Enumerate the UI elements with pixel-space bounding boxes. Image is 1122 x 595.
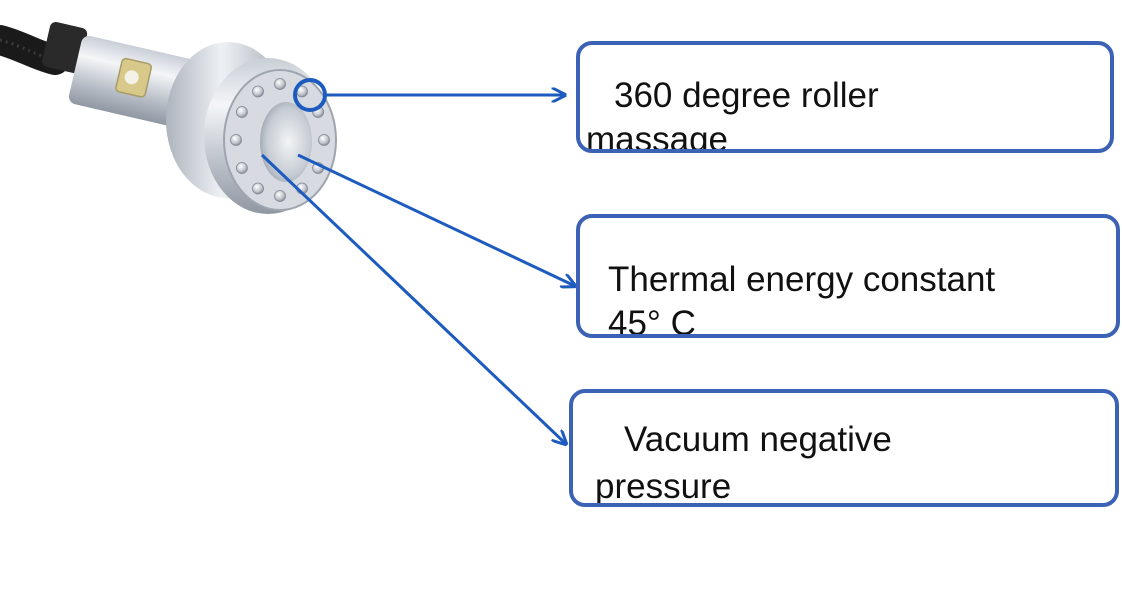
- callout-roller-line2: massage: [586, 120, 729, 153]
- roller-head: [166, 42, 337, 214]
- callout-roller-massage: 360 degree roller massage: [576, 41, 1114, 153]
- roller-bead: [235, 106, 248, 118]
- roller-bead: [235, 162, 248, 174]
- roller-bead: [274, 190, 286, 202]
- bead-ring: [230, 78, 330, 202]
- roller-bead: [230, 134, 242, 146]
- callout-vacuum-line1: Vacuum negative: [624, 420, 892, 459]
- callout-thermal-line1: Thermal energy constant: [608, 260, 996, 299]
- callout-thermal-energy: Thermal energy constant 45° C: [576, 214, 1120, 338]
- arrow-vacuum: [260, 153, 566, 444]
- callout-roller-line1: 360 degree roller: [614, 76, 879, 115]
- roller-bead: [252, 85, 264, 98]
- arrows: [260, 95, 575, 444]
- highlight-circle: [293, 78, 327, 112]
- arrow-thermal: [297, 153, 575, 286]
- roller-bead: [274, 78, 286, 90]
- roller-bead: [252, 182, 264, 195]
- callout-vacuum-line2: pressure: [595, 467, 732, 506]
- callout-thermal-line2: 45° C: [608, 304, 696, 338]
- callout-vacuum-pressure: Vacuum negative pressure: [569, 389, 1119, 507]
- roller-bead: [318, 134, 330, 146]
